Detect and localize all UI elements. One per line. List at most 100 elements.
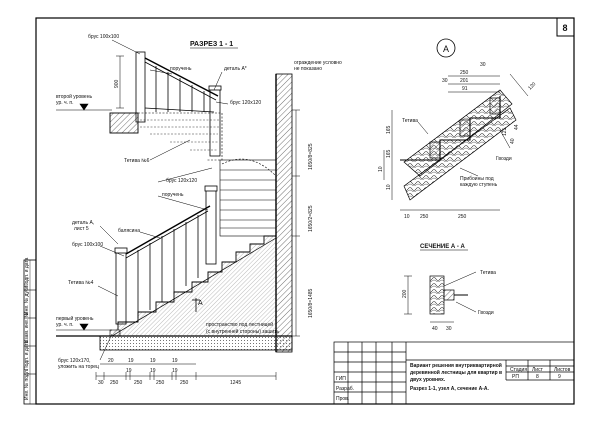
level-marks (56, 103, 112, 331)
sheet-frame (35, 17, 575, 405)
label-detail-a-1: деталь А, (72, 220, 94, 226)
title-sheet: 8 (536, 374, 539, 380)
section-aa-title: СЕЧЕНИЕ А - А (420, 244, 466, 250)
label-space-note-1: пространство под лестницей (206, 321, 273, 328)
node-a-40: 40 (510, 138, 516, 144)
title-desc-3: двух уровнях. (410, 377, 446, 383)
dim-sub-2: 19 (150, 358, 156, 364)
upper-flight (138, 112, 223, 161)
first-level-label: первый уровень (56, 315, 94, 322)
title-stage-h: Стадия (510, 367, 527, 373)
section-aa-40: 40 (432, 326, 438, 332)
label-stringer-6: Тетива №6 (124, 158, 150, 164)
label-beam-top: брус 100х100 (88, 34, 119, 40)
dim-bottom-4: 19 (150, 368, 156, 374)
dim-v3: 1650/8=1485 (308, 288, 314, 318)
title-row-2: Разраб. (336, 386, 354, 392)
node-a-detail (383, 73, 529, 211)
label-beam-120-b: брус 120х120 (166, 178, 197, 184)
node-a-10a: 10 (378, 166, 384, 172)
node-a-91: 91 (462, 86, 468, 92)
section-aa-stringer: Тетива (480, 270, 496, 276)
sheet-number-box (556, 17, 575, 37)
title-desc-2: деревянной лестницы для квартир в (410, 369, 502, 376)
label-beam-100: брус 100х100 (72, 242, 103, 248)
node-a-121: 121 (502, 127, 508, 136)
node-a-30b: 30 (442, 78, 448, 84)
stamp-4: Инв. № дубл. (24, 284, 30, 315)
title-desc-4: Разрез 1-1, узел А, сечение А-А. (410, 386, 489, 392)
dim-sub-3: 19 (172, 358, 178, 364)
node-a-120: 120 (527, 81, 537, 91)
label-beam-bottom-2: уложить на торец (58, 364, 99, 370)
label-fence-note-2: не показано (294, 66, 322, 72)
node-a-44: 44 (514, 124, 520, 130)
title-sheets-h: Листов (554, 367, 571, 373)
node-a-10c: 10 (404, 214, 410, 220)
dim-bottom-6: 19 (172, 368, 178, 374)
label-detail-a-star: деталь А* (224, 66, 247, 72)
label-beam-120-a: брус 120х120 (230, 100, 261, 106)
stamp-5: Подп. и дата (24, 257, 30, 287)
bottom-beam (109, 329, 121, 337)
section-title: РАЗРЕЗ 1 - 1 (190, 41, 233, 48)
sheet-number: 8 (562, 23, 567, 33)
label-detail-a-2: лист 5 (74, 226, 89, 232)
node-a-marker (436, 38, 456, 58)
dim-sub-1: 19 (128, 358, 134, 364)
section-aa-detail (404, 271, 477, 323)
upper-slab (109, 112, 139, 134)
node-a-bracket-1: Прибоины под (460, 176, 494, 182)
title-stage: РП (512, 374, 519, 380)
node-a-stringer: Тетива (402, 118, 418, 124)
title-row-1: ГИП (336, 376, 346, 382)
node-a-30a: 30 (480, 62, 486, 68)
node-a-letter: А (443, 44, 449, 54)
dim-v2: 1650/2=825 (308, 205, 314, 232)
label-fence-note-1: ограждение условно (294, 60, 342, 66)
floor-slab (56, 335, 293, 351)
dim-bottom-3: 250 (134, 380, 143, 386)
dim-sub-0: 20 (108, 358, 114, 364)
title-desc-1: Вариант решения внутриквартирной (410, 362, 502, 369)
node-a-201: 201 (460, 78, 469, 84)
title-sheets: 9 (558, 374, 561, 380)
dim-bottom-7: 250 (180, 380, 189, 386)
lower-railing (114, 185, 218, 325)
title-sheet-h: Лист (532, 367, 544, 373)
label-handrail-mid: поручень (162, 192, 184, 198)
leader-lines (97, 39, 229, 361)
title-block (333, 341, 575, 405)
section-aa-30: 30 (446, 326, 452, 332)
node-a-bracket-2: каждую ступень (460, 182, 498, 188)
node-a-250b: 250 (420, 214, 429, 220)
dim-bottom-0: 30 (98, 380, 104, 386)
wall (275, 73, 293, 353)
dim-bottom-2: 19 (126, 368, 132, 374)
section-aa-nuts: Гвозди (478, 310, 494, 316)
label-stringer-4: Тетива №4 (68, 280, 94, 286)
node-a-165: 165 (386, 125, 392, 134)
section-mark: А (198, 300, 203, 307)
stamp-2: Подп. и дата (24, 340, 30, 370)
label-handrail-top: поручень (170, 66, 192, 72)
dim-900: 900 (114, 79, 120, 88)
vertical-dims (116, 55, 300, 337)
stamp-1: Инв. № подл. (24, 369, 30, 400)
section-aa-200: 200 (402, 289, 408, 298)
node-a-10b: 10 (386, 184, 392, 190)
node-a-250c: 250 (458, 214, 467, 220)
first-level-mark: ур. ч. п. (56, 322, 73, 328)
dim-bottom-8: 1245 (230, 380, 241, 386)
side-stamp: Инв. № подл. Подп. и дата Взам. инв. № И… (23, 257, 37, 405)
dim-bottom-1: 250 (110, 380, 119, 386)
second-level-label: второй уровень (56, 93, 92, 100)
node-a-165b: 165 (386, 149, 392, 158)
dim-v1: 1650/8=825 (308, 143, 314, 170)
title-row-3: Пров. (336, 396, 349, 402)
stamp-3: Взам. инв. № (24, 312, 30, 343)
label-beam-bottom-1: брус 120х170, (58, 358, 91, 364)
node-a-250: 250 (460, 70, 469, 76)
